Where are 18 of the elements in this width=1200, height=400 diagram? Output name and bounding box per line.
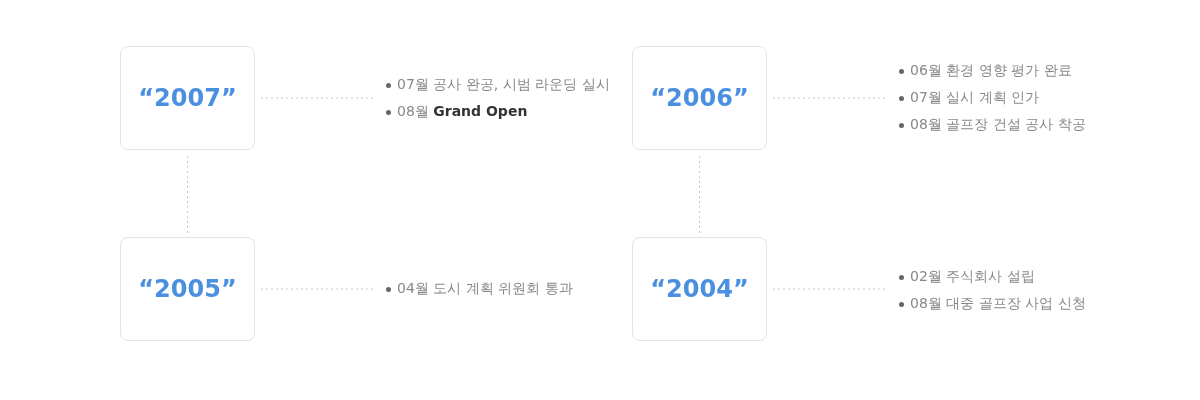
timeline-entry: 07월 실시 계획 인가 xyxy=(898,89,1108,107)
year-label: “2006” xyxy=(650,84,749,112)
timeline-entry: 07월 공사 완공, 시범 라운딩 실시 xyxy=(385,75,625,94)
connector-line xyxy=(187,155,188,234)
timeline-entry: 08월 골프장 건설 공사 착공 xyxy=(898,116,1108,134)
year-card xyxy=(120,237,255,341)
timeline-entry: 08월 Grand Open xyxy=(385,102,625,121)
connector-line xyxy=(699,155,700,234)
year-label: “2007” xyxy=(138,84,237,112)
year-label: “2005” xyxy=(138,275,237,303)
timeline-entry: 02월 주식회사 설립 xyxy=(898,267,1108,286)
timeline-entry: 04월 도시 계획 위원회 통과 xyxy=(385,280,605,298)
year-label: “2004” xyxy=(650,275,749,303)
year-card xyxy=(632,237,767,341)
year-card xyxy=(120,46,255,150)
timeline-entry: 06월 환경 영향 평가 완료 xyxy=(898,62,1108,80)
year-card xyxy=(632,46,767,150)
timeline-entry: 08월 대중 골프장 사업 신청 xyxy=(898,294,1108,313)
